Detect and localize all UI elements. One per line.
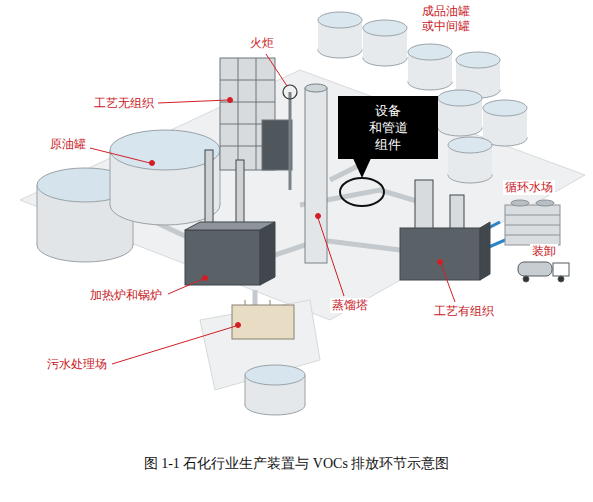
callout-box: 设备 和管道 组件 bbox=[338, 96, 438, 159]
callout-label: 循环水场 bbox=[503, 180, 555, 195]
callout-label: 装卸 bbox=[530, 244, 558, 259]
callout-label: 蒸馏塔 bbox=[330, 298, 370, 313]
box-text: 设备 和管道 组件 bbox=[366, 102, 410, 153]
callout-label: 工艺有组织 bbox=[432, 304, 496, 319]
callout-label: 工艺无组织 bbox=[92, 96, 156, 111]
callout-label: 成品油罐 或中间罐 bbox=[420, 4, 476, 34]
callout-label: 原油罐 bbox=[48, 137, 88, 152]
callout-label: 加热炉和锅炉 bbox=[88, 288, 164, 303]
figure-caption: 图 1-1 石化行业生产装置与 VOCs 排放环节示意图 bbox=[0, 455, 593, 473]
callout-label: 污水处理场 bbox=[45, 357, 109, 372]
callout-label: 火炬 bbox=[248, 36, 276, 51]
